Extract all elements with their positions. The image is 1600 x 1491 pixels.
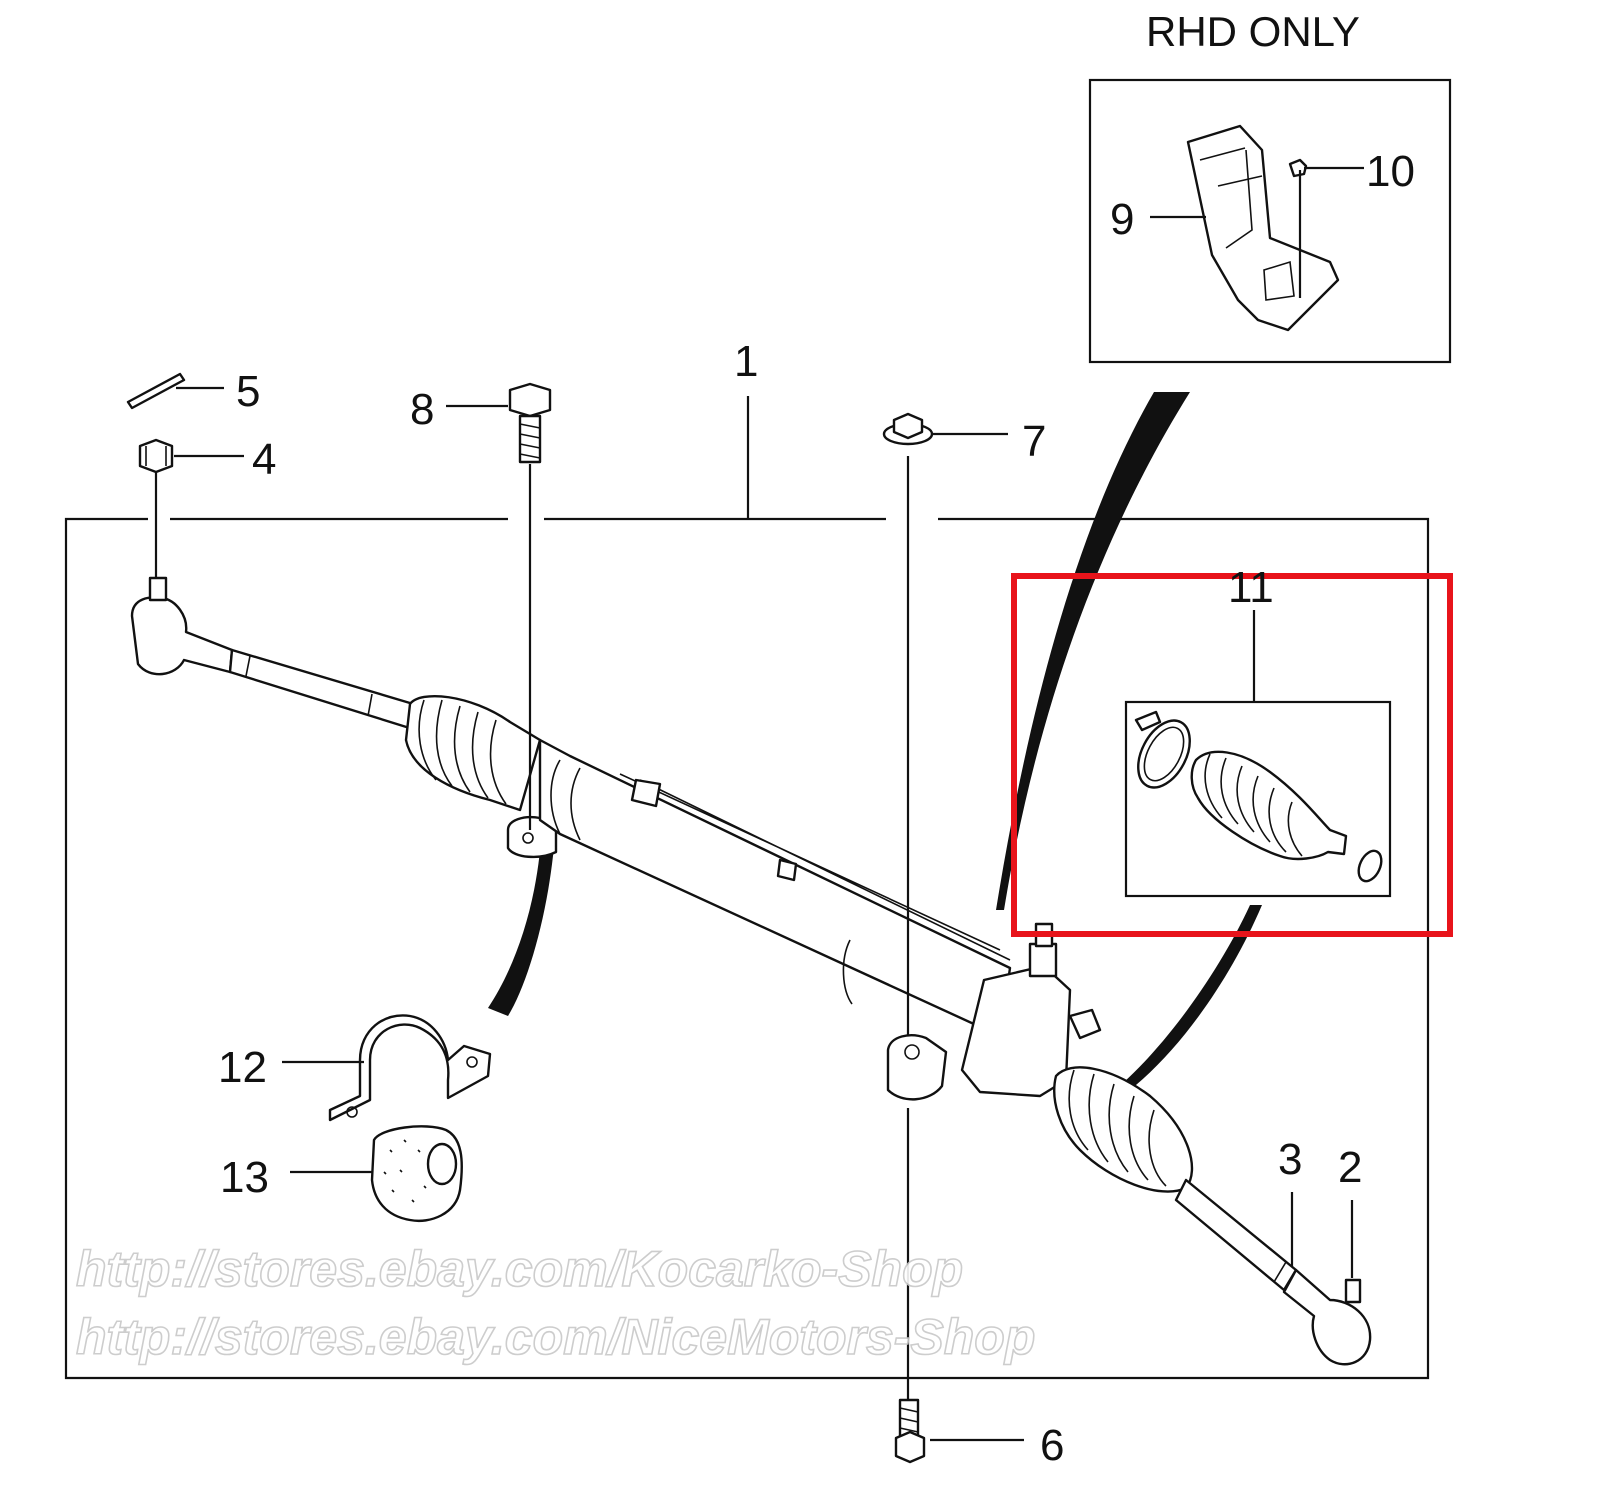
tie-rod-end-right — [1282, 1268, 1372, 1366]
callout-1: 1 — [734, 337, 758, 386]
hose-curve-upper — [996, 392, 1190, 910]
hose-curve-lower-right — [1124, 905, 1262, 1090]
boot-small-ring — [1357, 849, 1383, 883]
callout-11: 11 — [1228, 563, 1274, 612]
callout-9: 9 — [1110, 195, 1134, 244]
bushing-13 — [370, 1125, 463, 1223]
watermark-kocarko: http://stores.ebay.com/Kocarko-Shop — [76, 1241, 963, 1297]
boot-kit-inner-frame — [1124, 700, 1392, 898]
callout-4: 4 — [252, 435, 276, 484]
clamp-12 — [328, 1014, 492, 1122]
watermark-nicemotors: http://stores.ebay.com/NiceMotors-Shop — [76, 1309, 1035, 1365]
callout-8: 8 — [410, 385, 434, 434]
bolt-8 — [508, 382, 552, 464]
assembly-frame: 1 — [64, 337, 1430, 1380]
rhd-inset: RHD ONLY 10 9 — [1088, 8, 1452, 364]
flange-nut-7 — [882, 412, 934, 446]
rhd-inset-frame — [1088, 78, 1452, 364]
callout-7: 7 — [1022, 417, 1046, 466]
boot-kit-highlight-frame — [1011, 573, 1453, 937]
tie-rod-end-left — [130, 596, 234, 676]
hose-curve-left — [488, 820, 556, 1016]
mount-bracket-center — [886, 1034, 948, 1101]
callout-3: 3 — [1278, 1135, 1302, 1184]
cotter-pin-5 — [126, 372, 186, 410]
steering-rack — [130, 470, 1372, 1366]
bolt-6 — [894, 1398, 926, 1464]
rhd-only-label: RHD ONLY — [1146, 8, 1360, 55]
screw-10 — [1288, 158, 1308, 178]
hose-curves — [488, 392, 1262, 1090]
nut-4 — [138, 438, 174, 474]
callout-12: 12 — [218, 1043, 267, 1092]
callout-13: 13 — [220, 1153, 269, 1202]
boot-bellows — [1190, 750, 1348, 861]
boot-clamp-ring — [1134, 710, 1191, 789]
callout-6: 6 — [1040, 1421, 1064, 1470]
callout-10: 10 — [1366, 147, 1415, 196]
callout-2: 2 — [1338, 1143, 1362, 1192]
callout-5: 5 — [236, 367, 260, 416]
